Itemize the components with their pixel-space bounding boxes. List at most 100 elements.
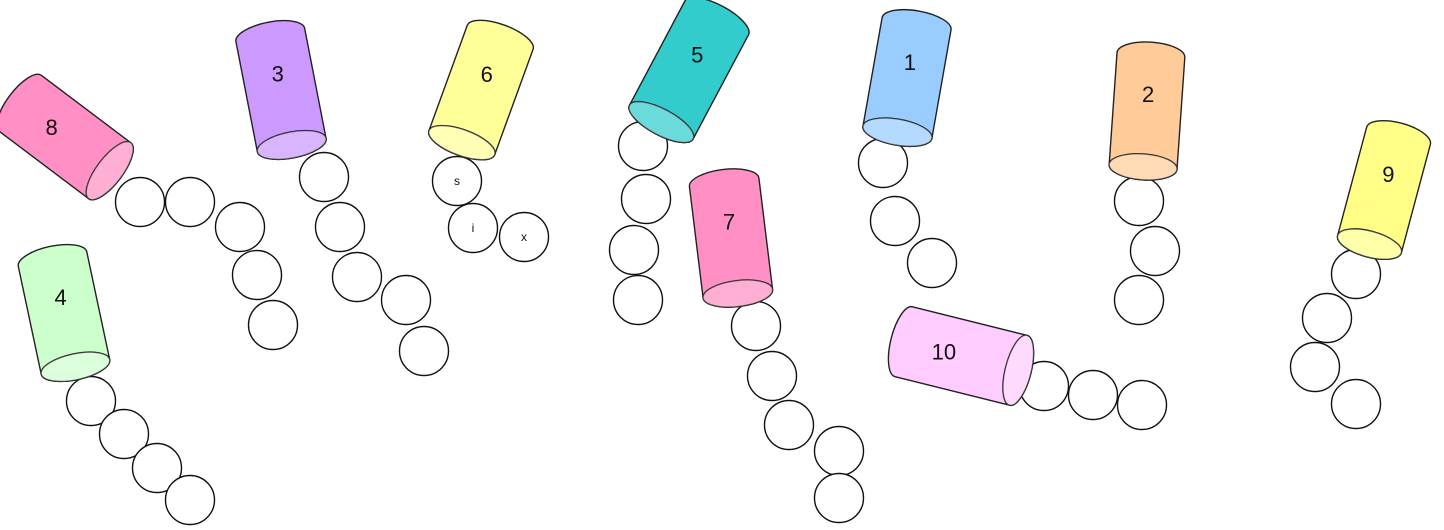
bead-circle bbox=[1113, 274, 1165, 326]
bead-circle bbox=[214, 201, 266, 253]
bead-circle bbox=[746, 350, 798, 402]
bead bbox=[1067, 369, 1119, 421]
cup-4-group: 4 bbox=[17, 243, 216, 526]
bead-circle bbox=[1067, 369, 1119, 421]
bead bbox=[608, 224, 660, 276]
bead-circle bbox=[231, 249, 283, 301]
cup-label: 6 bbox=[481, 62, 493, 87]
cup-7 bbox=[688, 168, 774, 308]
cup-5 bbox=[628, 0, 750, 144]
cup-4 bbox=[17, 243, 111, 383]
cup-opening bbox=[702, 279, 774, 308]
cup-opening bbox=[1002, 334, 1035, 407]
cup-opening-highlight bbox=[1002, 335, 1034, 406]
bead bbox=[763, 399, 815, 451]
bead-circle bbox=[620, 173, 672, 225]
cup-1-group: 1 bbox=[857, 8, 958, 289]
cup-label: 10 bbox=[932, 340, 956, 365]
bead-circle bbox=[730, 300, 782, 352]
cup-opening-highlight bbox=[41, 352, 110, 382]
cup-9 bbox=[1336, 120, 1432, 260]
cup-opening-highlight bbox=[1109, 153, 1178, 181]
cup-opening-highlight bbox=[428, 125, 496, 160]
bead-circle bbox=[114, 176, 166, 228]
cup-label: 5 bbox=[691, 42, 703, 67]
bead-circle bbox=[298, 151, 350, 203]
cup-opening-highlight bbox=[1337, 228, 1402, 260]
bead bbox=[131, 442, 183, 494]
bead bbox=[813, 425, 865, 477]
bead-circle bbox=[763, 399, 815, 451]
bead bbox=[1113, 274, 1165, 326]
bead bbox=[869, 195, 921, 247]
bead bbox=[164, 474, 216, 526]
cup-opening-highlight bbox=[862, 117, 932, 147]
cup-5-group: 5 bbox=[608, 0, 750, 326]
bead-circle bbox=[131, 442, 183, 494]
cup-2 bbox=[1108, 41, 1186, 181]
cup-opening bbox=[85, 140, 134, 201]
bead bbox=[398, 325, 450, 377]
cup-opening bbox=[628, 100, 695, 144]
bead-circle bbox=[1113, 175, 1165, 227]
cup-opening bbox=[1336, 228, 1403, 260]
bead bbox=[247, 299, 299, 351]
cup-1 bbox=[862, 8, 952, 148]
bead-circle bbox=[380, 274, 432, 326]
bead: s bbox=[431, 155, 483, 207]
cup-opening-highlight bbox=[628, 101, 694, 143]
cup-10-group: 10 bbox=[887, 305, 1168, 431]
cup-6 bbox=[427, 19, 535, 161]
bead-circle bbox=[164, 474, 216, 526]
bead-label: s bbox=[454, 174, 460, 188]
bead-circle bbox=[314, 201, 366, 253]
cup-opening bbox=[256, 129, 327, 161]
bead bbox=[331, 251, 383, 303]
cup-opening bbox=[862, 117, 933, 148]
cup-opening-highlight bbox=[257, 130, 327, 160]
bead bbox=[1129, 225, 1181, 277]
cup-9-group: 9 bbox=[1289, 120, 1432, 430]
bead-circle bbox=[164, 176, 216, 228]
bead-circle bbox=[331, 251, 383, 303]
bead-circle bbox=[612, 274, 664, 326]
bead-circle bbox=[247, 299, 299, 351]
bead-label: i bbox=[472, 221, 475, 235]
bead bbox=[730, 300, 782, 352]
cup-3 bbox=[235, 19, 327, 161]
bead bbox=[746, 350, 798, 402]
cup-3-group: 3 bbox=[235, 19, 450, 377]
cup-label: 4 bbox=[54, 285, 66, 310]
bead-circle bbox=[398, 325, 450, 377]
bead-circle bbox=[1301, 292, 1353, 344]
bead bbox=[813, 472, 865, 524]
bead-circle bbox=[498, 211, 550, 263]
bead bbox=[1289, 341, 1341, 393]
cup-body bbox=[0, 73, 134, 201]
bead bbox=[114, 176, 166, 228]
cup-label: 9 bbox=[1382, 162, 1394, 187]
bead bbox=[1301, 292, 1353, 344]
cup-opening-highlight bbox=[703, 279, 773, 308]
bead bbox=[164, 176, 216, 228]
bead bbox=[98, 408, 150, 460]
bead-circle bbox=[608, 224, 660, 276]
bead-circle bbox=[1289, 341, 1341, 393]
cup-label: 1 bbox=[904, 50, 916, 75]
cup-8-group: 8 bbox=[0, 73, 299, 351]
bead bbox=[298, 151, 350, 203]
cup-8 bbox=[0, 73, 134, 201]
bead-circle bbox=[447, 202, 499, 254]
cup-10 bbox=[887, 305, 1035, 407]
bead: i bbox=[447, 202, 499, 254]
bead-circle bbox=[98, 408, 150, 460]
bead bbox=[314, 201, 366, 253]
bead bbox=[612, 274, 664, 326]
bead-circle bbox=[813, 472, 865, 524]
bead bbox=[1330, 378, 1382, 430]
cup-opening bbox=[427, 124, 496, 161]
bead-circle bbox=[431, 155, 483, 207]
bead bbox=[231, 249, 283, 301]
bead-circle bbox=[1330, 378, 1382, 430]
